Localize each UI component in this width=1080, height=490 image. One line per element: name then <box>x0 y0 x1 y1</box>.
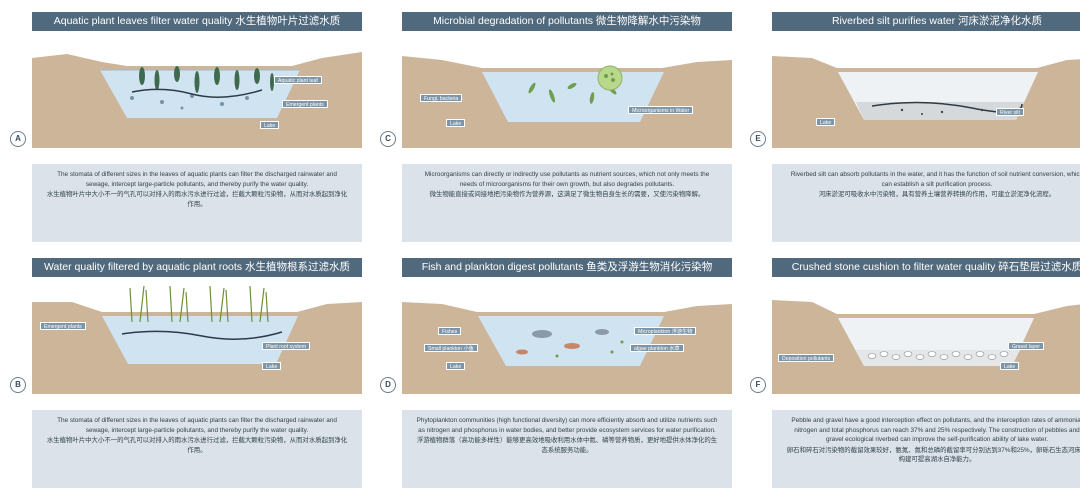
label-lake: Lake <box>260 121 280 129</box>
panel-description: The stomata of different sizes in the le… <box>32 410 362 488</box>
label-fungi-bacteria: Fungi, bacteria <box>420 94 463 102</box>
description-english: The stomata of different sizes in the le… <box>57 171 337 188</box>
label-emergent-plants: Emergent plants <box>282 100 328 108</box>
lake-cross-section <box>402 56 732 148</box>
label-plant-root-system: Plant root system <box>262 342 311 350</box>
label-lake: Lake <box>262 362 282 370</box>
plant-roots <box>121 330 283 340</box>
label-gravel-layer: Gravel layer <box>1008 342 1044 350</box>
emergent-plants <box>129 285 269 323</box>
description-chinese: 微生物能直接或间接地把污染物作为营养源，这满足了微生物自身生长的需要，又使污染物… <box>429 191 705 199</box>
label-lake: Lake <box>1000 362 1020 370</box>
description-chinese: 浮游植物群落（高功能多样性）能够更高效地吸收利用水体中氮、磷等营养物质，更好地提… <box>416 437 718 454</box>
label-fishes: Fishes <box>438 327 462 335</box>
description-chinese: 水生植物叶片中大小不一的气孔可以对排入的雨水污水进行过滤，拦截大颗粒污染物，从而… <box>46 437 348 454</box>
description-chinese: 河床淤泥可吸收水中污染物，具有营养土壤营养转换的作用，可建立淤泥净化流程。 <box>818 191 1056 199</box>
lake-cross-section <box>772 56 1080 148</box>
scene-illustration: Emergent plants Plant root system Lake B <box>10 282 362 394</box>
panel-letter-badge: E <box>750 131 766 147</box>
lake-cross-section <box>402 302 732 394</box>
panel-description: Pebble and gravel have a good intercepti… <box>772 410 1080 488</box>
gravel-layer <box>867 351 1009 360</box>
scene-illustration: River silt Lake E <box>750 36 1080 148</box>
panel-letter-badge: D <box>380 377 396 393</box>
fish <box>516 329 609 355</box>
lake-cross-section <box>32 285 362 394</box>
scene-illustration: Deposition pollutants Gravel layer Lake … <box>750 282 1080 394</box>
description-chinese: 水生植物叶片中大小不一的气孔可以对排入的雨水污水进行过滤，拦截大颗粒污染物，从而… <box>46 191 348 208</box>
label-aquatic-plant-leaf: Aquatic plant leaf <box>274 76 322 84</box>
panel-letter-badge: B <box>10 377 26 393</box>
label-small-plankton: Small plankton 小鱼 <box>424 344 478 352</box>
panel-description: Microorganisms can directly or indirectl… <box>402 164 732 242</box>
panel-description: The stomata of different sizes in the le… <box>32 164 362 242</box>
scene-illustration: Aquatic plant leaf Emergent plants Lake … <box>10 36 362 148</box>
description-english: The stomata of different sizes in the le… <box>57 417 337 434</box>
scene-illustration: Fishes Small plankton 小鱼 Lake Microplank… <box>380 282 732 394</box>
label-lake: Lake <box>816 118 836 126</box>
panel-title: Water quality filtered by aquatic plant … <box>32 258 362 277</box>
description-chinese: 卵石和碎石对污染物的截留效果较好，氨氮、氮和总磷的截留率可分别达到37%和25%… <box>786 446 1080 464</box>
panel-description: Riverbed silt can absorb pollutants in t… <box>772 164 1080 242</box>
panel-letter-badge: F <box>750 377 766 393</box>
panel-title: Microbial degradation of pollutants 微生物降… <box>402 12 732 31</box>
label-deposition-pollutants: Deposition pollutants <box>778 354 835 362</box>
description-english: Riverbed silt can absorb pollutants in t… <box>790 171 1080 188</box>
lake-cross-section <box>772 300 1080 394</box>
lake-cross-section <box>32 52 362 148</box>
panel-title: Fish and plankton digest pollutants 鱼类及浮… <box>402 258 732 277</box>
description-english: Pebble and gravel have a good intercepti… <box>791 417 1080 444</box>
label-emergent-plants: Emergent plants <box>40 322 86 330</box>
scene-illustration: Fungi, bacteria Lake Microorganisms in W… <box>380 36 732 148</box>
description-english: Microorganisms can directly or indirectl… <box>424 171 710 188</box>
description-english: Phytoplankton communities (high function… <box>416 417 718 434</box>
label-lake: Lake <box>446 362 466 370</box>
panel-title: Aquatic plant leaves filter water qualit… <box>32 12 362 31</box>
panel-letter-badge: A <box>10 131 26 147</box>
aquatic-plant-leaves <box>139 66 274 93</box>
label-algae-plankton: algae plankton 水草 <box>630 344 684 352</box>
panel-letter-badge: C <box>380 131 396 147</box>
panel-title: Riverbed silt purifies water 河床淤泥净化水质 <box>772 12 1080 31</box>
panel-description: Phytoplankton communities (high function… <box>402 410 732 488</box>
label-microplankton: Microplankton 浮游生物 <box>634 327 697 335</box>
label-lake: Lake <box>446 119 466 127</box>
label-river-silt: River silt <box>996 108 1024 116</box>
label-microorganisms-in-water: Microorganisms in Water <box>628 106 694 114</box>
panel-title: Crushed stone cushion to filter water qu… <box>772 258 1080 277</box>
